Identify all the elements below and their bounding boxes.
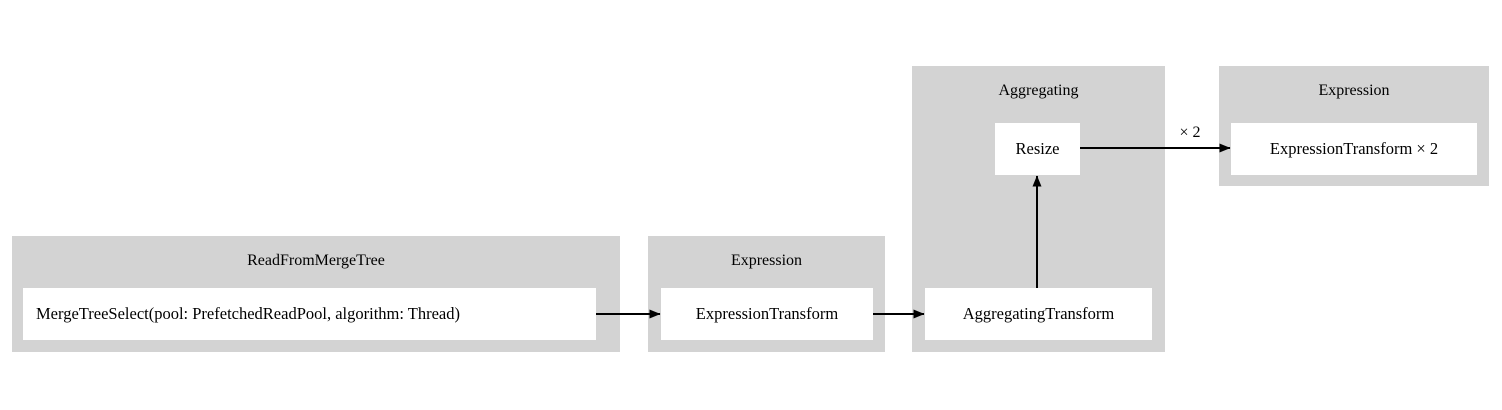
node-label-expression-transform: ExpressionTransform xyxy=(695,304,839,323)
node-label-merge-tree-select: MergeTreeSelect(pool: PrefetchedReadPool… xyxy=(36,304,460,323)
node-expression-transform[interactable]: ExpressionTransform xyxy=(661,288,873,340)
node-aggregating-transform[interactable]: AggregatingTransform xyxy=(925,288,1152,340)
cluster-title-expression-2: Expression xyxy=(1318,82,1390,99)
node-label-aggregating-transform: AggregatingTransform xyxy=(962,304,1115,323)
cluster-title-read-from-merge-tree: ReadFromMergeTree xyxy=(247,252,385,269)
node-label-resize: Resize xyxy=(1015,139,1060,158)
cluster-title-expression-1: Expression xyxy=(730,252,803,269)
node-resize[interactable]: Resize xyxy=(995,123,1080,175)
cluster-title-aggregating: Aggregating xyxy=(998,82,1079,99)
node-expression-transform-x2[interactable]: ExpressionTransform × 2 xyxy=(1231,123,1477,175)
node-merge-tree-select[interactable]: MergeTreeSelect(pool: PrefetchedReadPool… xyxy=(23,288,596,340)
node-label-expression-transform-x2: ExpressionTransform × 2 xyxy=(1269,139,1439,158)
edge-label-resize-to-expressiontransform-x2: × 2 xyxy=(1179,124,1201,141)
